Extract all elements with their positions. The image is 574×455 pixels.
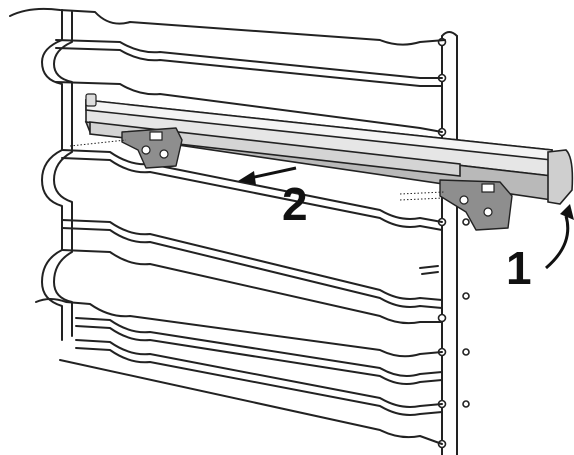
left-frame-wire-inner (53, 11, 73, 337)
shelf-wires (35, 39, 443, 445)
arrow-step-1-icon (545, 204, 574, 270)
step-1-label: 1 (506, 242, 532, 294)
runner-end-cap (547, 149, 574, 205)
locking-clip-right (439, 179, 513, 231)
telescopic-runner (84, 93, 574, 205)
step-2-label: 2 (282, 178, 308, 230)
arrow-step-2-icon (238, 166, 297, 185)
locking-clip-left (121, 127, 183, 169)
left-frame-wire (41, 9, 63, 341)
right-frame-rail (437, 31, 470, 455)
top-wire (9, 7, 446, 46)
